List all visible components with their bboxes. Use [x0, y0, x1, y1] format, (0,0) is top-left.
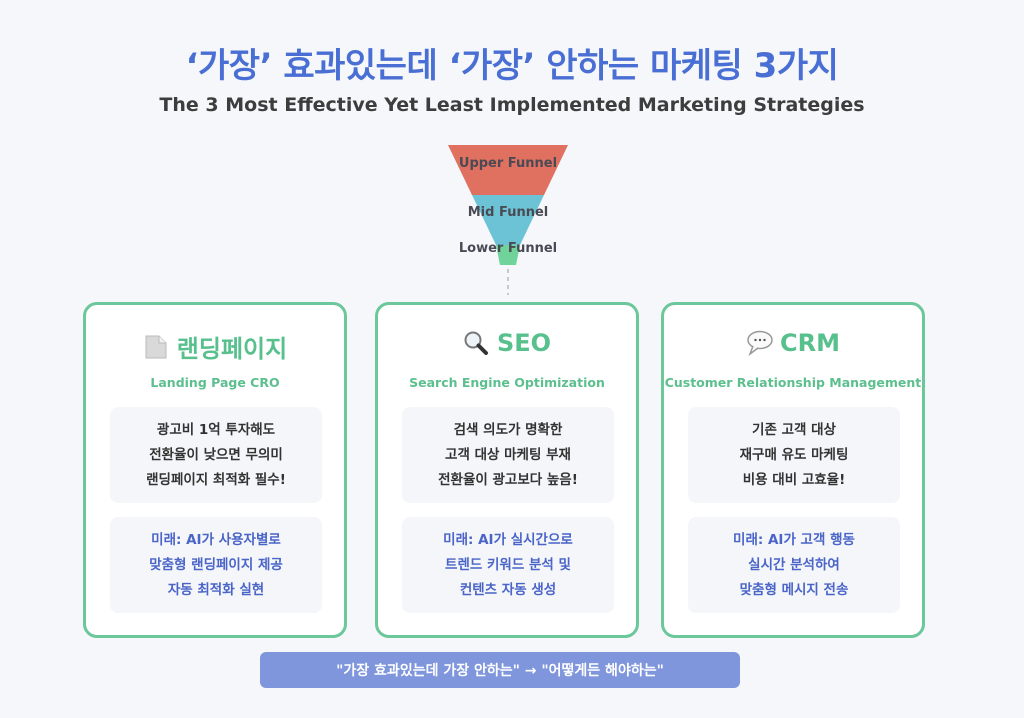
- footer-banner: "가장 효과있는데 가장 안하는" → "어떻게든 해야하는": [260, 652, 740, 688]
- card-crm: CRM Customer Relationship Management 기존 …: [661, 302, 925, 638]
- card-header: SEO: [378, 329, 636, 357]
- problem-line: 검색 의도가 명확한: [453, 421, 563, 438]
- future-line: 컨텐츠 자동 생성: [459, 581, 557, 598]
- funnel-stage-upper: Upper Funnel: [458, 156, 558, 171]
- future-line: 자동 최적화 실현: [167, 581, 265, 598]
- problem-line: 전환율이 광고보다 높음!: [438, 471, 578, 488]
- funnel-stage-mid: Mid Funnel: [467, 205, 549, 220]
- future-box: 미래: AI가 실시간으로 트렌드 키워드 분석 및 컨텐츠 자동 생성: [402, 517, 614, 613]
- future-line: 미래: AI가 사용자별로: [151, 531, 281, 548]
- problem-line: 전환율이 낮으면 무의미: [149, 446, 283, 463]
- card-title: CRM: [780, 329, 840, 357]
- future-box: 미래: AI가 사용자별로 맞춤형 랜딩페이지 제공 자동 최적화 실현: [110, 517, 322, 613]
- page-icon: [143, 334, 169, 360]
- problem-box: 기존 고객 대상 재구매 유도 마케팅 비용 대비 고효율!: [688, 407, 900, 503]
- problem-line: 비용 대비 고효율!: [742, 471, 846, 488]
- page-subtitle: The 3 Most Effective Yet Least Implement…: [159, 94, 865, 116]
- future-line: 맞춤형 랜딩페이지 제공: [149, 556, 283, 573]
- problem-line: 재구매 유도 마케팅: [739, 446, 849, 463]
- card-header: CRM: [664, 329, 922, 357]
- magnifier-icon: [463, 330, 489, 356]
- card-seo: SEO Search Engine Optimization 검색 의도가 명확…: [375, 302, 639, 638]
- card-title: 랜딩페이지: [176, 335, 288, 363]
- future-box: 미래: AI가 고객 행동 실시간 분석하여 맞춤형 메시지 전송: [688, 517, 900, 613]
- future-line: 트렌드 키워드 분석 및: [445, 556, 571, 573]
- funnel-stage-lower: Lower Funnel: [458, 241, 558, 256]
- card-subtitle: Search Engine Optimization: [409, 375, 605, 390]
- speech-bubble-icon: [746, 330, 773, 357]
- problem-line: 랜딩페이지 최적화 필수!: [146, 471, 286, 488]
- problem-box: 광고비 1억 투자해도 전환율이 낮으면 무의미 랜딩페이지 최적화 필수!: [110, 407, 322, 503]
- card-subtitle: Customer Relationship Management: [664, 375, 922, 390]
- problem-line: 기존 고객 대상: [752, 421, 836, 438]
- future-line: 미래: AI가 실시간으로: [443, 531, 573, 548]
- card-title: SEO: [496, 329, 552, 357]
- problem-line: 광고비 1억 투자해도: [156, 421, 276, 438]
- page-title: ‘가장’ 효과있는데 ‘가장’ 안하는 마케팅 3가지: [185, 46, 839, 86]
- problem-line: 고객 대상 마케팅 부재: [445, 446, 571, 463]
- future-line: 실시간 분석하여: [748, 556, 840, 573]
- future-line: 맞춤형 메시지 전송: [739, 581, 849, 598]
- problem-box: 검색 의도가 명확한 고객 대상 마케팅 부재 전환율이 광고보다 높음!: [402, 407, 614, 503]
- card-header: 랜딩페이지: [86, 329, 344, 364]
- card-landing-page: 랜딩페이지 Landing Page CRO 광고비 1억 투자해도 전환율이 …: [83, 302, 347, 638]
- funnel-shape: [448, 145, 568, 295]
- future-line: 미래: AI가 고객 행동: [733, 531, 855, 548]
- card-subtitle: Landing Page CRO: [150, 375, 280, 390]
- funnel-diagram: Upper Funnel Mid Funnel Lower Funnel: [448, 145, 568, 295]
